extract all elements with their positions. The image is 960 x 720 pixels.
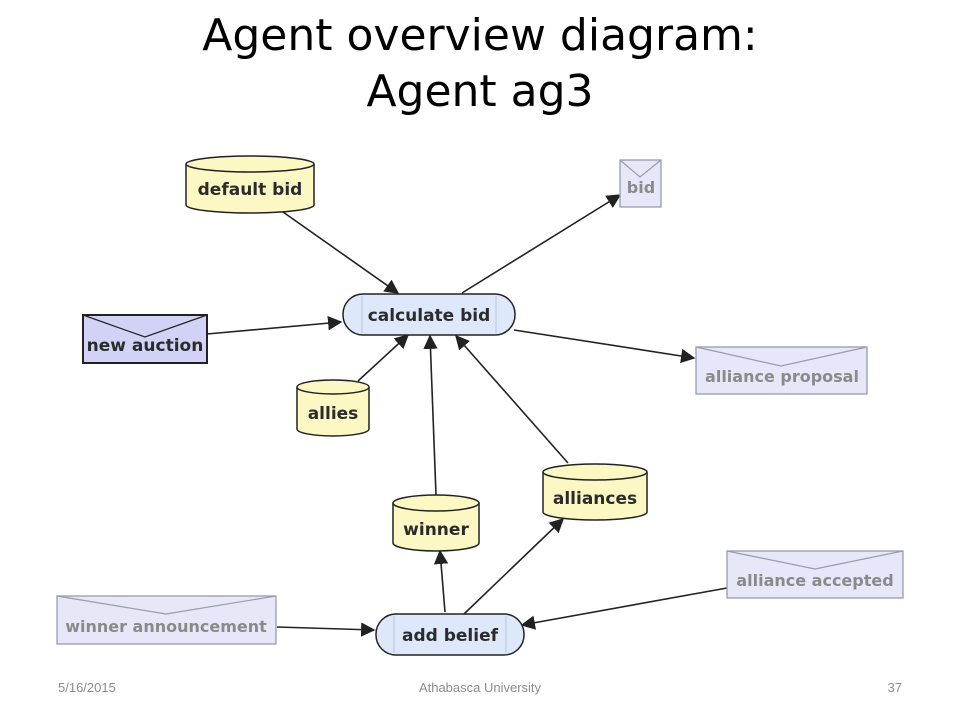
arrow-add-belief-to-winner	[433, 549, 449, 613]
slide-title-line-1: Agent overview diagram:	[202, 10, 758, 61]
node-winner-label: winner	[403, 520, 469, 540]
arrow-alliances-to-calculate-bid	[455, 334, 569, 464]
node-calculate-bid: calculate bid	[342, 293, 516, 336]
arrow-new-auction-to-calculate-bid	[206, 315, 343, 335]
diagram-arrows	[206, 194, 728, 637]
node-alliances: alliances	[542, 463, 648, 521]
arrow-allies-to-calculate-bid	[357, 334, 410, 382]
node-default-bid: default bid	[185, 155, 315, 214]
node-default-bid-label: default bid	[198, 180, 303, 200]
slide-title: Agent overview diagram: Agent ag3	[0, 8, 960, 120]
node-alliance-accepted: alliance accepted	[726, 550, 904, 599]
node-winner: winner	[392, 494, 480, 552]
node-add-belief-label: add belief	[402, 626, 499, 646]
node-alliance-accepted-label: alliance accepted	[736, 571, 893, 590]
node-alliance-proposal-label: alliance proposal	[705, 367, 859, 386]
node-new-auction: new auction	[82, 314, 208, 364]
arrow-calculate-bid-to-alliance-proposal	[513, 329, 696, 364]
arrow-alliance-accepted-to-add-belief	[520, 587, 728, 630]
node-alliances-label: alliances	[553, 489, 637, 509]
arrow-calculate-bid-to-bid	[461, 194, 622, 294]
slide-title-line-2: Agent ag3	[366, 66, 594, 117]
node-add-belief: add belief	[375, 613, 525, 656]
node-allies: allies	[296, 379, 370, 437]
node-winner-announcement: winner announcement	[56, 595, 277, 645]
node-allies-label: allies	[308, 404, 359, 424]
arrow-default-bid-to-calculate-bid	[282, 211, 400, 294]
node-bid: bid	[619, 159, 662, 208]
node-new-auction-label: new auction	[87, 336, 204, 356]
arrow-winner-announcement-to-add-belief	[276, 622, 376, 637]
node-calculate-bid-label: calculate bid	[368, 306, 491, 326]
arrow-add-belief-to-alliances	[463, 518, 565, 615]
node-bid-label: bid	[627, 178, 655, 197]
footer-date: 5/16/2015	[58, 680, 116, 695]
footer-page-number: 37	[887, 680, 902, 695]
node-winner-announcement-label: winner announcement	[65, 617, 267, 636]
arrow-winner-to-calculate-bid	[423, 334, 438, 496]
footer-organization: Athabasca University	[418, 680, 542, 695]
node-alliance-proposal: alliance proposal	[695, 346, 868, 395]
